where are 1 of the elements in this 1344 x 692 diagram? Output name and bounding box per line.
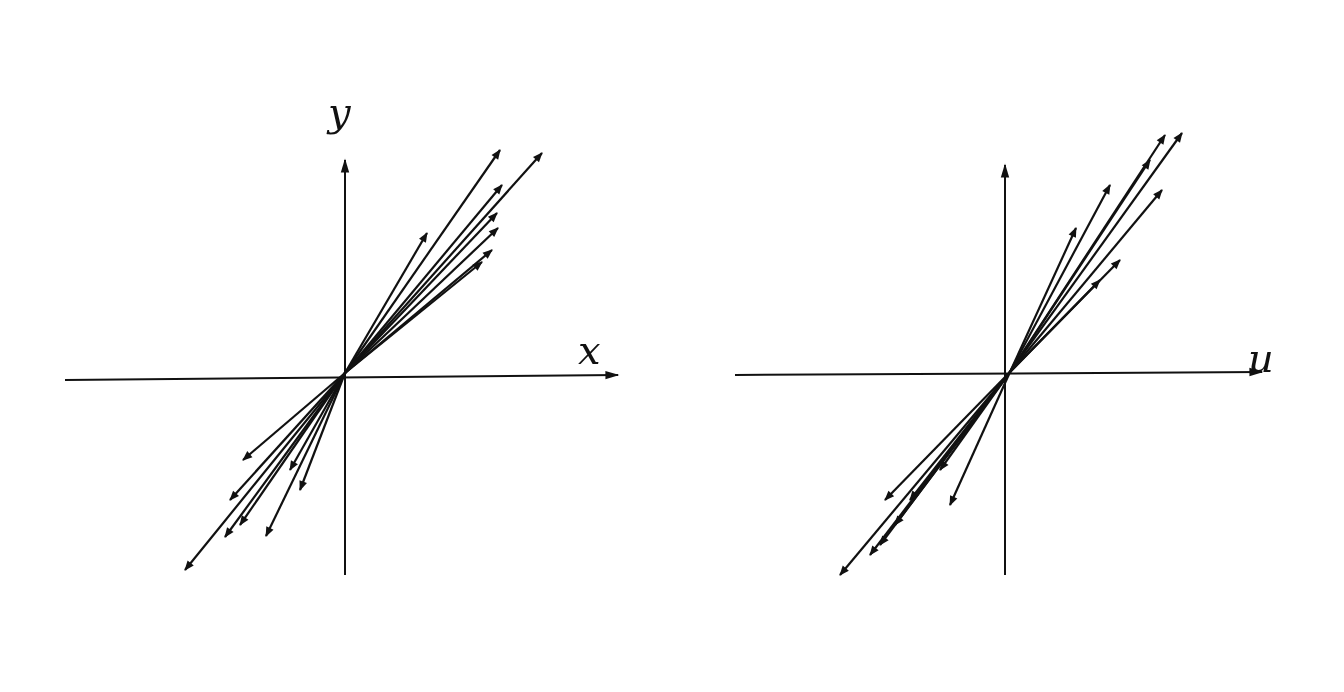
axis-label: x	[578, 330, 601, 370]
